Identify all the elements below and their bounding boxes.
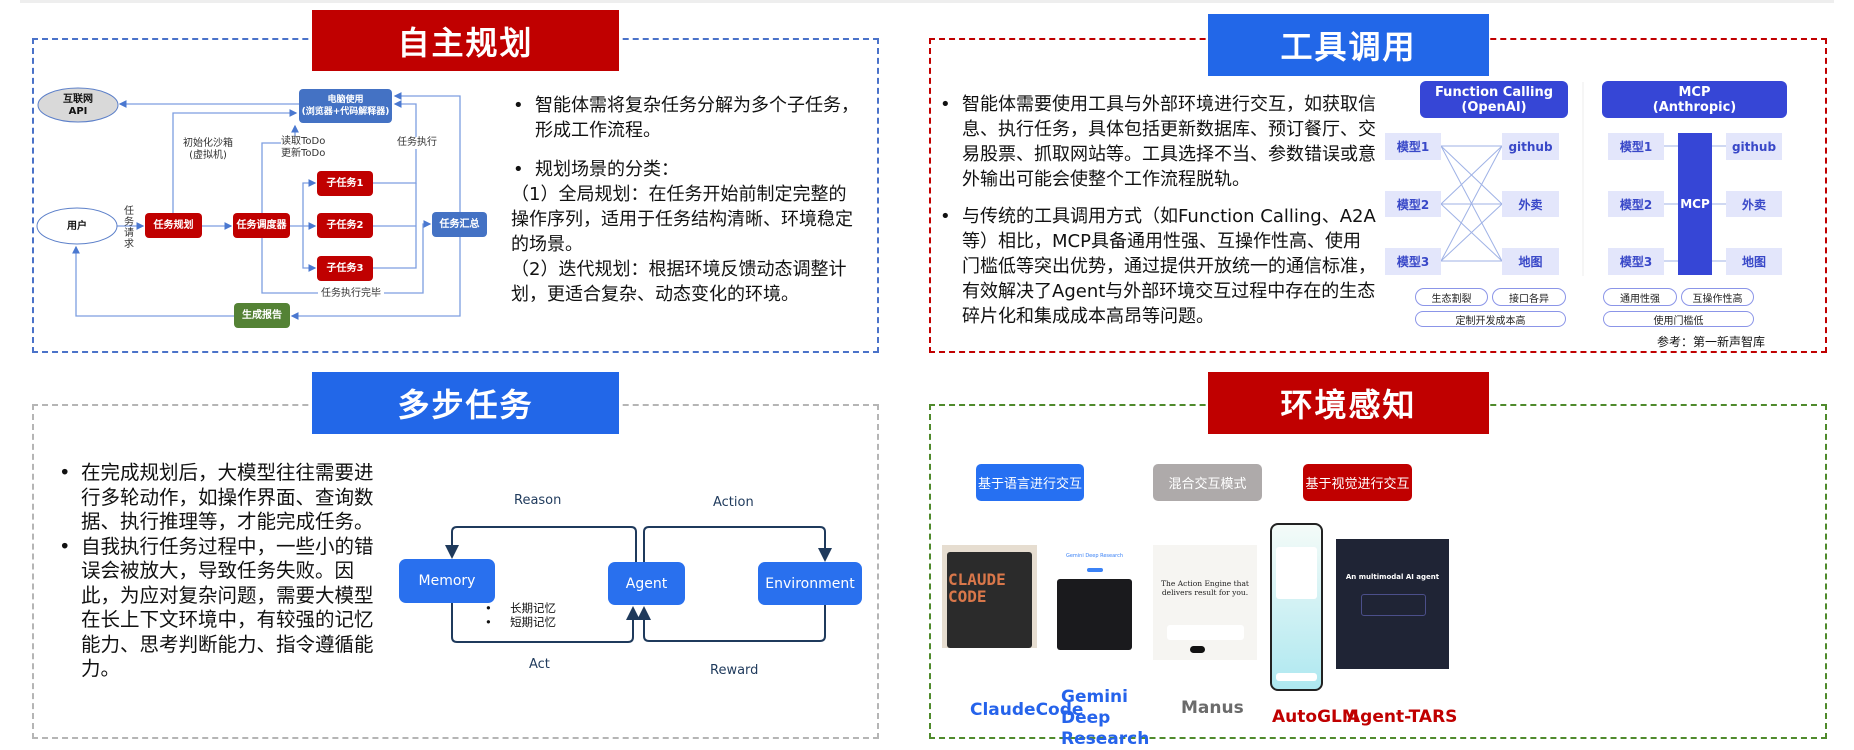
perception-title: 环境感知: [1208, 372, 1489, 434]
planning-flow-lines: [36, 87, 461, 320]
task-planning-node: 任务规划: [145, 213, 202, 238]
tools-title: 工具调用: [1208, 14, 1489, 76]
report-node: 生成报告: [234, 303, 290, 328]
product-autoglm: AutoGLM: [1272, 707, 1359, 727]
mcp-pill: 互操作性高: [1681, 288, 1754, 306]
autoglm-screenshot: [1270, 523, 1323, 691]
memory-type-item: • 短期记忆: [485, 615, 557, 629]
user-label: 用户: [67, 220, 87, 232]
mode-hybrid: 混合交互模式: [1153, 464, 1262, 501]
mode-visual: 基于视觉进行交互: [1303, 464, 1412, 501]
fc-target-box: github: [1502, 133, 1559, 160]
tool-connection-lines: [1440, 82, 1726, 276]
sub-item: （1）全局规划：在任务开始前制定完整的操作序列，适用于任务结构清晰、环境稳定的场…: [511, 184, 853, 255]
fc-target-box: 外卖: [1502, 191, 1559, 217]
task-exec-label: 任务执行: [397, 137, 437, 149]
tools-text: •智能体需要使用工具与外部环境进行交互，如获取信息、执行任务，具体包括更新数据库…: [938, 92, 1378, 329]
reward-label: Reward: [710, 663, 759, 678]
gemini-screenshot: Gemini Deep Research: [1057, 550, 1132, 650]
fc-pill: 定制开发成本高: [1415, 311, 1566, 327]
bullet-text: 与传统的工具调用方式（如Function Calling、A2A等）相比，MCP…: [962, 206, 1376, 327]
subtask-node: 子任务2: [317, 213, 373, 238]
memory-type-text: 短期记忆: [510, 615, 557, 629]
header-line: (OpenAI): [1461, 99, 1527, 115]
agent-node: Agent: [608, 562, 685, 605]
bullet-item: •规划场景的分类：: [513, 159, 679, 180]
mcp-model-box: 模型1: [1608, 133, 1664, 160]
bullet-text: 自我执行任务过程中，一些小的错误会被放大，导致任务失败。因此，为应对复杂问题，需…: [81, 534, 374, 681]
claudecode-screenshot: CLAUDE CODE: [942, 545, 1037, 648]
bullet-text: 智能体需将复杂任务分解为多个子任务，形成工作流程。: [535, 95, 859, 141]
mcp-header: MCP(Anthropic): [1602, 81, 1787, 118]
fc-model-box: 模型3: [1385, 248, 1441, 275]
product-agent-tars: Agent-TARS: [1347, 707, 1458, 727]
bullet-item: •智能体需将复杂任务分解为多个子任务，形成工作流程。: [513, 95, 859, 141]
sub-item: （2）迭代规划：根据环境反馈动态调整计划，更适合复杂、动态变化的环境。: [511, 259, 847, 305]
init-sandbox-label: 初始化沙箱 (虚拟机): [183, 138, 233, 161]
fc-model-box: 模型2: [1385, 191, 1441, 217]
planning-title: 自主规划: [312, 10, 619, 71]
product-claudecode: ClaudeCode: [970, 700, 1084, 720]
mcp-model-box: 模型2: [1608, 191, 1664, 217]
task-done-label: 任务执行完毕: [318, 288, 384, 300]
task-request-label: 任 务 请 求: [124, 206, 134, 250]
memory-node: Memory: [399, 559, 495, 603]
function-calling-header: Function Calling(OpenAI): [1420, 81, 1568, 118]
bullet-text: 在完成规划后，大模型往往需要进行多轮动作，如操作界面、查询数据、执行推理等，才能…: [81, 461, 374, 533]
header-line: Function Calling: [1434, 84, 1554, 100]
multistep-text: •在完成规划后，大模型往往需要进行多轮动作，如操作界面、查询数据、执行推理等，才…: [57, 461, 375, 682]
agent-loop-lines: [445, 526, 832, 643]
mcp-target-box: 地图: [1726, 248, 1782, 275]
internet-api-node: [37, 87, 119, 123]
computer-use-node: 电脑使用 (浏览器+代码解释器): [299, 89, 392, 123]
manus-input-box: [1167, 625, 1244, 640]
environment-node: Environment: [758, 562, 862, 605]
user-node: [36, 207, 118, 245]
tars-headline: An multimodal AI agent: [1345, 573, 1440, 581]
header-line: (Anthropic): [1652, 99, 1737, 115]
gemini-title-text: Gemini Deep Research: [1065, 553, 1124, 559]
mcp-pill: 通用性强: [1603, 288, 1677, 306]
mcp-pill: 使用门槛低: [1603, 311, 1754, 327]
memory-types-list: • 长期记忆 • 短期记忆: [485, 601, 556, 629]
fc-model-box: 模型1: [1385, 133, 1441, 160]
multistep-title: 多步任务: [312, 372, 619, 434]
reference-note: 参考：第一新声智库: [1657, 335, 1766, 349]
bullet-text: 智能体需要使用工具与外部环境进行交互，如获取信息、执行任务，具体包括更新数据库、…: [962, 94, 1376, 190]
manus-headline: The Action Engine that delivers result f…: [1161, 579, 1249, 597]
act-label: Act: [529, 657, 550, 672]
mcp-bar: MCP: [1678, 133, 1712, 275]
manus-start-button: [1190, 646, 1205, 653]
memory-type-text: 长期记忆: [510, 601, 557, 615]
fc-pill: 接口各异: [1492, 288, 1566, 306]
action-label: Action: [713, 495, 754, 510]
claude-logo-text: CLAUDE CODE: [948, 570, 1006, 606]
fc-target-box: 地图: [1502, 248, 1559, 275]
memory-type-item: • 长期记忆: [485, 601, 557, 615]
todo-label: 读取ToDo 更新ToDo: [281, 136, 326, 160]
agent-tars-screenshot: An multimodal AI agent: [1336, 539, 1449, 669]
mode-language: 基于语言进行交互: [976, 464, 1084, 501]
bullet-item: •与传统的工具调用方式（如Function Calling、A2A等）相比，MC…: [940, 206, 1376, 327]
mcp-target-box: github: [1726, 133, 1782, 160]
bullet-item: •在完成规划后，大模型往往需要进行多轮动作，如操作界面、查询数据、执行推理等，才…: [59, 461, 374, 533]
bullet-item: •智能体需要使用工具与外部环境进行交互，如获取信息、执行任务，具体包括更新数据库…: [940, 94, 1376, 190]
manus-screenshot: The Action Engine that delivers result f…: [1153, 545, 1257, 660]
task-scheduler-node: 任务调度器: [233, 213, 290, 238]
header-line: MCP: [1678, 84, 1711, 100]
task-summary-node: 任务汇总: [432, 212, 487, 237]
product-manus: Manus: [1181, 698, 1244, 718]
reason-label: Reason: [514, 493, 562, 508]
bullet-item: •自我执行任务过程中，一些小的错误会被放大，导致任务失败。因此，为应对复杂问题，…: [59, 534, 374, 681]
fc-pill: 生态割裂: [1415, 288, 1488, 306]
internet-api-label: 互联网 API: [63, 93, 93, 117]
mcp-model-box: 模型3: [1608, 248, 1664, 275]
subtask-node: 子任务1: [317, 171, 373, 196]
subtask-node: 子任务3: [317, 256, 373, 281]
bullet-text: 规划场景的分类：: [535, 159, 679, 180]
mcp-target-box: 外卖: [1726, 191, 1782, 217]
planning-text: •智能体需将复杂任务分解为多个子任务，形成工作流程。 •规划场景的分类： （1）…: [511, 93, 861, 307]
top-bar: [20, 0, 1834, 3]
